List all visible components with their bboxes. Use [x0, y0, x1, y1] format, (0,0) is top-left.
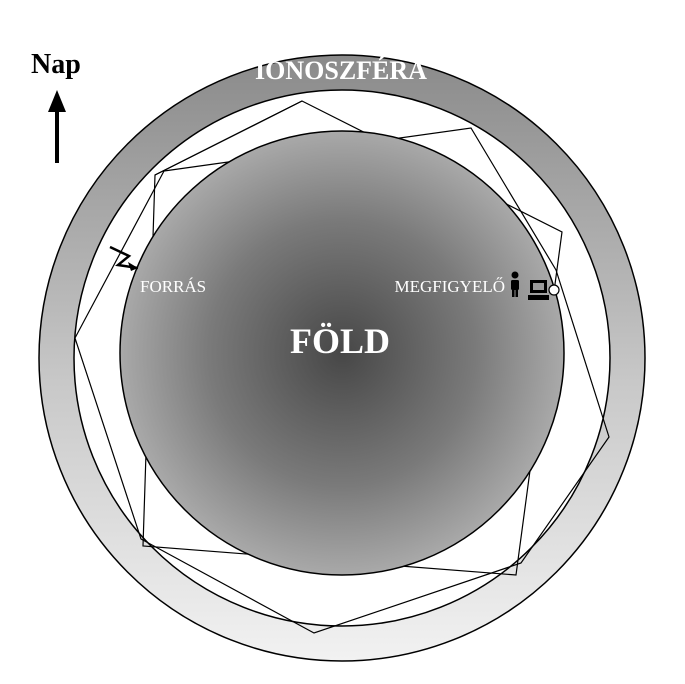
observer-receiver-mark — [548, 284, 560, 296]
earth-globe — [119, 130, 565, 576]
propagation-path-c — [154, 100, 303, 176]
sun-direction-arrow-icon — [48, 90, 66, 163]
lightning-bolt-icon — [109, 245, 139, 270]
person-icon — [511, 271, 519, 297]
source-label: FORRÁS — [140, 277, 206, 296]
computer-monitor-icon — [528, 280, 549, 300]
observer-label: MEGFIGYELŐ — [395, 277, 506, 296]
ionosphere-label: IONOSZFÉRA — [255, 56, 427, 85]
earth-label: FÖLD — [290, 321, 390, 361]
sun-label: Nap — [31, 49, 81, 80]
propagation-path-b — [74, 127, 610, 634]
